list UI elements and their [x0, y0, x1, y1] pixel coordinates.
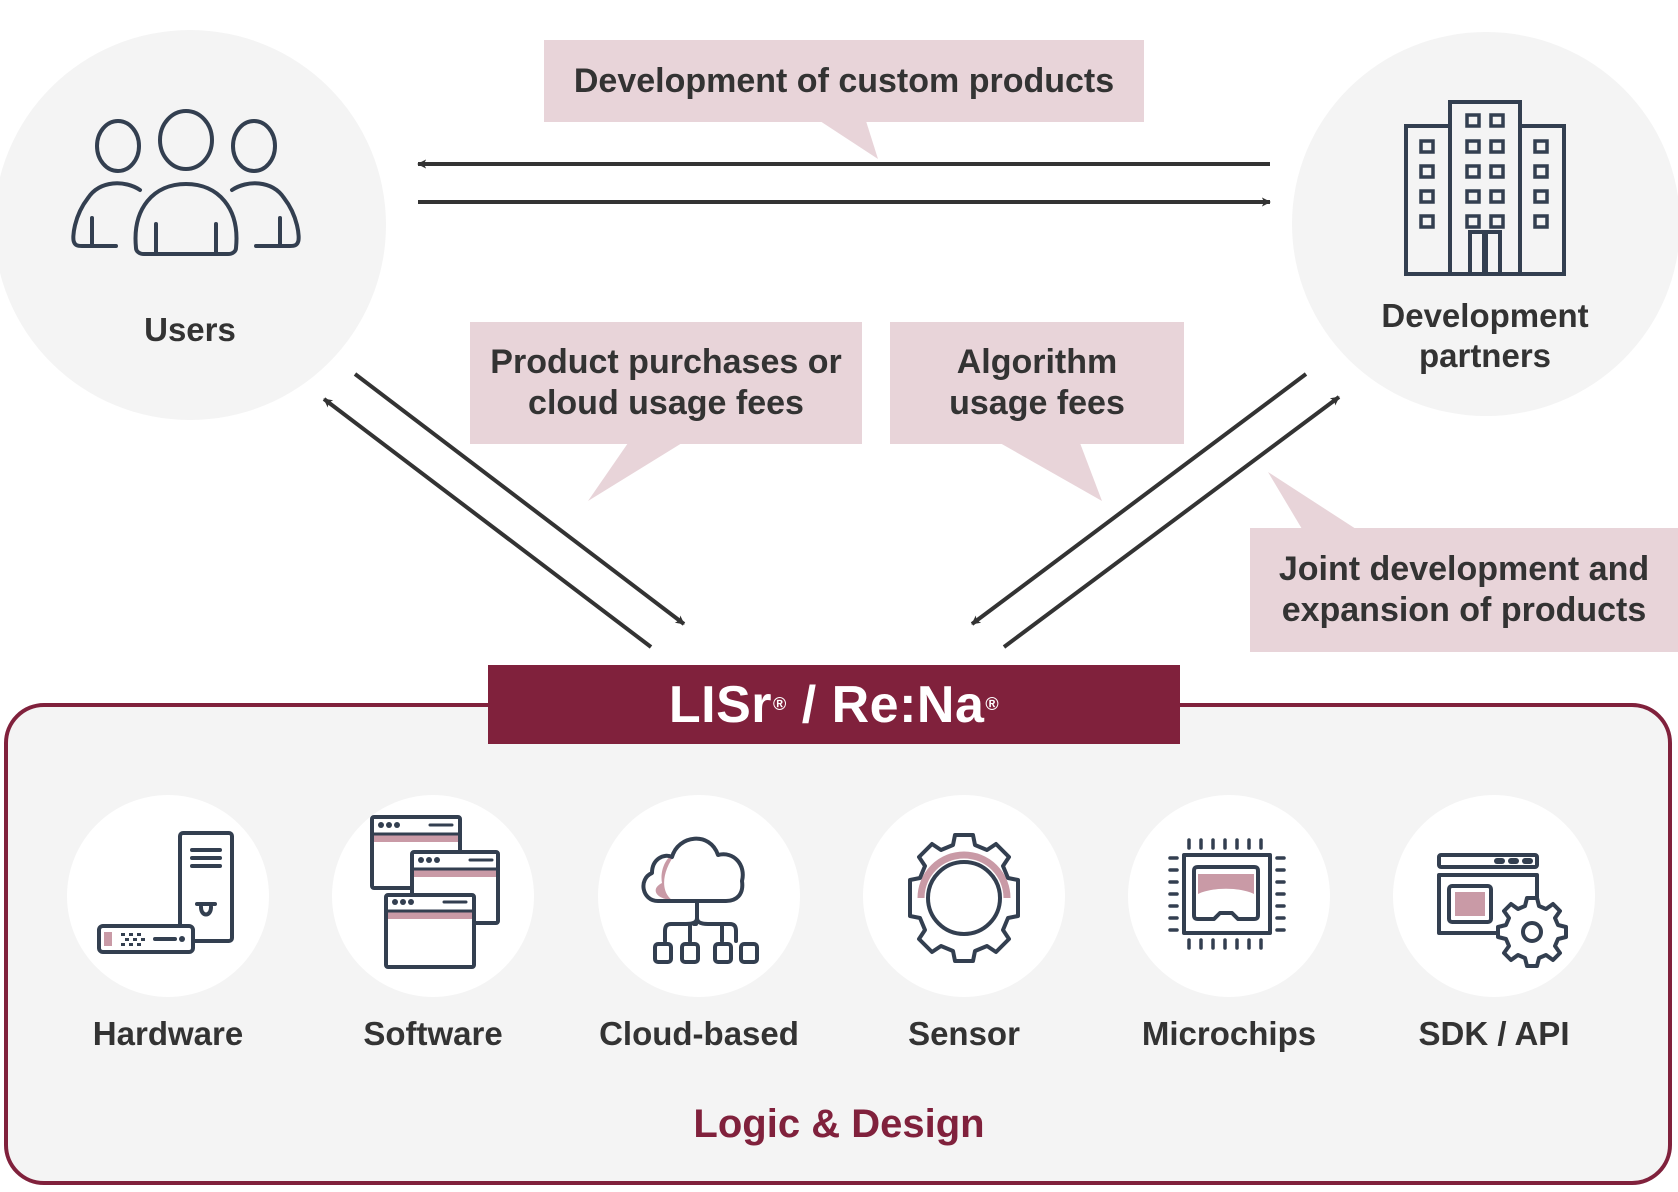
- capability-sensor: [863, 795, 1065, 997]
- bubble-joint-development-line1: Joint development and: [1278, 550, 1650, 588]
- bubble-purchases-line2: cloud usage fees: [528, 384, 804, 422]
- bubble-custom-products: Development of custom products: [544, 40, 1144, 122]
- capability-label-sdk-api: SDK / API: [1418, 1015, 1570, 1052]
- partners-label-line1: Development: [1381, 297, 1589, 334]
- capability-label-microchips: Microchips: [1141, 1015, 1317, 1052]
- partners-node: [1292, 32, 1678, 416]
- bubble-joint-development: Joint development and expansion of produ…: [1250, 528, 1678, 652]
- capability-software: [332, 795, 534, 997]
- users-node: [0, 30, 386, 420]
- capability-label-software: Software: [363, 1015, 503, 1052]
- capability-cloud: [598, 795, 800, 997]
- bubble-custom-products-text: Development of custom products: [573, 61, 1115, 100]
- capability-label-cloud: Cloud-based: [599, 1015, 799, 1052]
- logic-design-label: Logic & Design: [693, 1102, 985, 1146]
- capability-sdk-api: [1393, 795, 1595, 997]
- bubble-algorithm-fees-tail: [1000, 443, 1102, 501]
- bubble-joint-development-line2: expansion of products: [1281, 591, 1647, 629]
- capability-label-sensor: Sensor: [908, 1015, 1020, 1052]
- office-building-icon: [1404, 100, 1566, 276]
- hardware-server-icon: [97, 831, 234, 954]
- bubble-algorithm-fees-line2: usage fees: [949, 384, 1125, 422]
- sensor-gear-icon: [908, 833, 1020, 963]
- bubble-purchases: Product purchases or cloud usage fees: [470, 322, 862, 444]
- cloud-network-icon: [641, 836, 759, 964]
- microchip-icon: [1168, 838, 1286, 950]
- bubble-algorithm-fees-line1: Algorithm: [956, 343, 1118, 381]
- bubble-joint-development-tail: [1268, 472, 1356, 529]
- platform-name-rena: Re:Na: [831, 675, 985, 734]
- bubble-algorithm-fees: Algorithm usage fees: [890, 322, 1184, 444]
- platform-title: LISr® / Re:Na®: [488, 665, 1180, 744]
- platform-name-lisr: LISr: [668, 675, 772, 734]
- partners-label: Development partners: [1330, 296, 1640, 376]
- platform-separator: /: [786, 675, 832, 734]
- bubble-purchases-tail: [588, 443, 682, 501]
- users-icon: [71, 109, 301, 256]
- partners-label-line2: partners: [1418, 337, 1552, 374]
- software-windows-icon: [370, 815, 500, 969]
- users-label: Users: [144, 311, 236, 348]
- sdk-api-window-gear-icon: [1437, 853, 1568, 968]
- registered-mark: ®: [773, 694, 787, 714]
- registered-mark: ®: [985, 694, 1000, 714]
- capability-microchips: [1128, 795, 1330, 997]
- platform-container: [4, 703, 1672, 1185]
- capability-hardware: [67, 795, 269, 997]
- capability-label-hardware: Hardware: [92, 1015, 244, 1052]
- bubble-purchases-line1: Product purchases or: [490, 343, 842, 381]
- bubble-custom-products-tail: [820, 121, 878, 159]
